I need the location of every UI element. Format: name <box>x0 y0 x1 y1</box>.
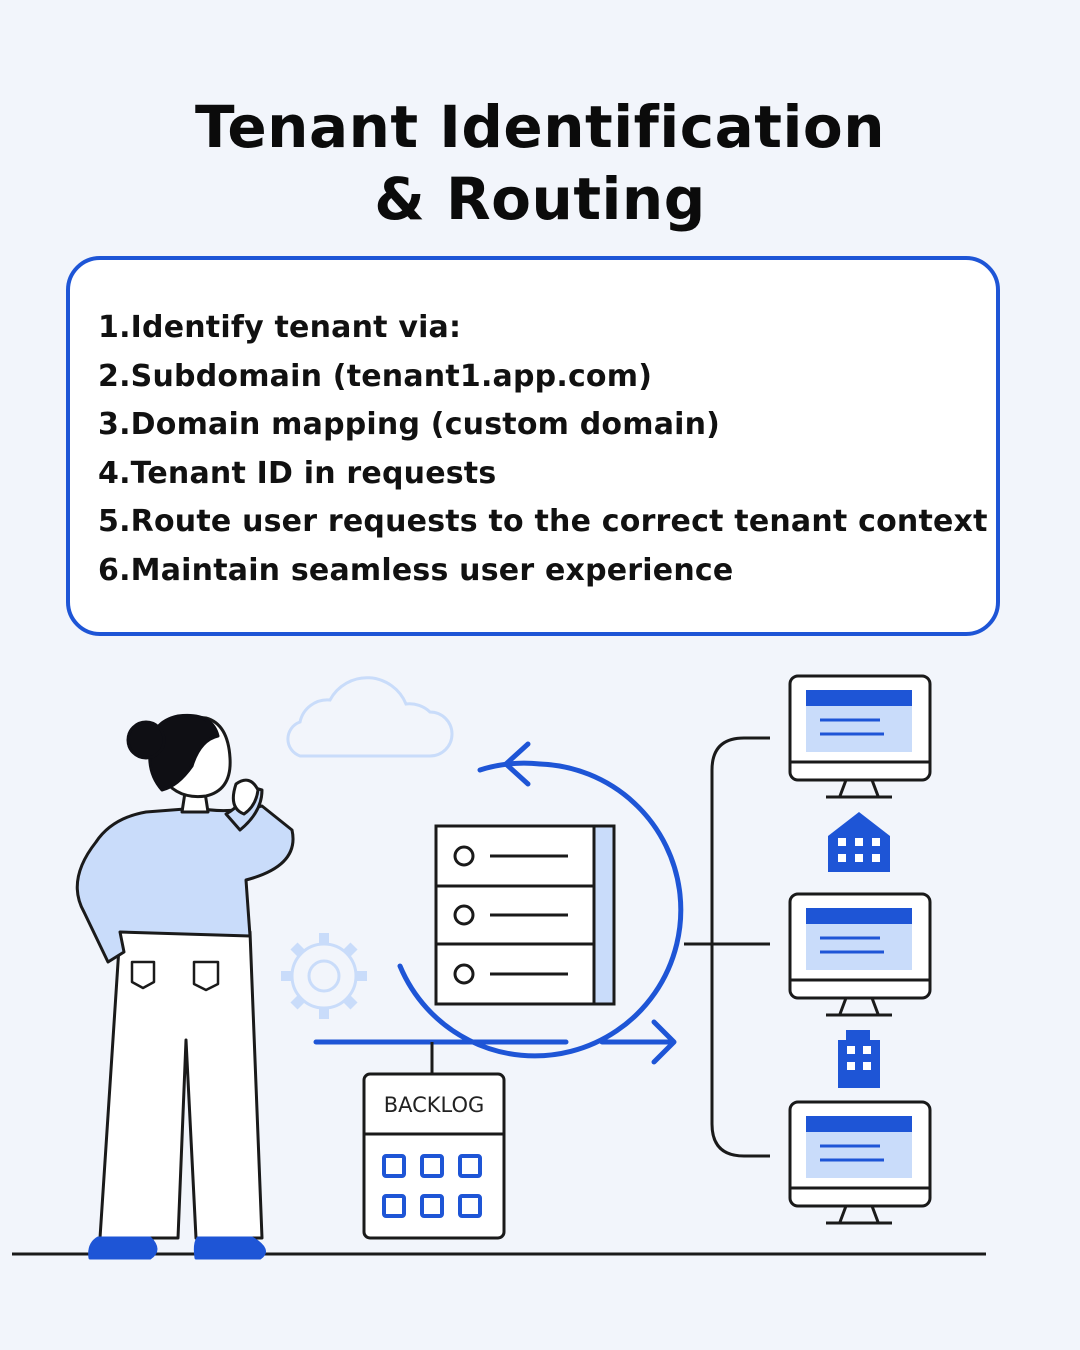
title-line-1: Tenant Identification <box>194 92 886 161</box>
step-item-3: 3.Domain mapping (custom domain) <box>98 407 721 442</box>
step-item-4: 4.Tenant ID in requests <box>98 455 497 491</box>
person-figure <box>75 713 295 1260</box>
cloud-icon <box>286 676 454 758</box>
step-item-6: 6.Maintain seamless user experience <box>98 552 734 588</box>
flow-arrow <box>313 1019 677 1065</box>
step-item-2: 2.Subdomain (tenant1.app.com) <box>98 358 653 394</box>
routing-bracket <box>684 736 770 1158</box>
monitor-icon <box>788 892 932 1017</box>
monitor-icon <box>788 674 932 799</box>
building-icon <box>828 812 890 872</box>
cycle-arrow-icon <box>397 741 684 1059</box>
backlog-label: BACKLOG <box>384 1093 485 1117</box>
monitor-icon <box>788 1100 932 1225</box>
routing-illustration: BACKLOG <box>12 674 986 1260</box>
steps-card: 1.Identify tenant via: 2.Subdomain (tena… <box>66 256 1000 636</box>
step-item-1: 1.Identify tenant via: <box>98 310 462 345</box>
page-title: Tenant Identification & Routing <box>0 91 1080 235</box>
backlog-board: BACKLOG <box>362 1072 506 1240</box>
step-item-5: 5.Route user requests to the correct ten… <box>98 504 988 539</box>
title-line-2: & Routing <box>374 164 706 233</box>
building-icon <box>838 1030 880 1088</box>
server-icon <box>434 824 616 1006</box>
steps-list: 1.Identify tenant via: 2.Subdomain (tena… <box>98 304 996 595</box>
gear-icon <box>281 933 367 1019</box>
